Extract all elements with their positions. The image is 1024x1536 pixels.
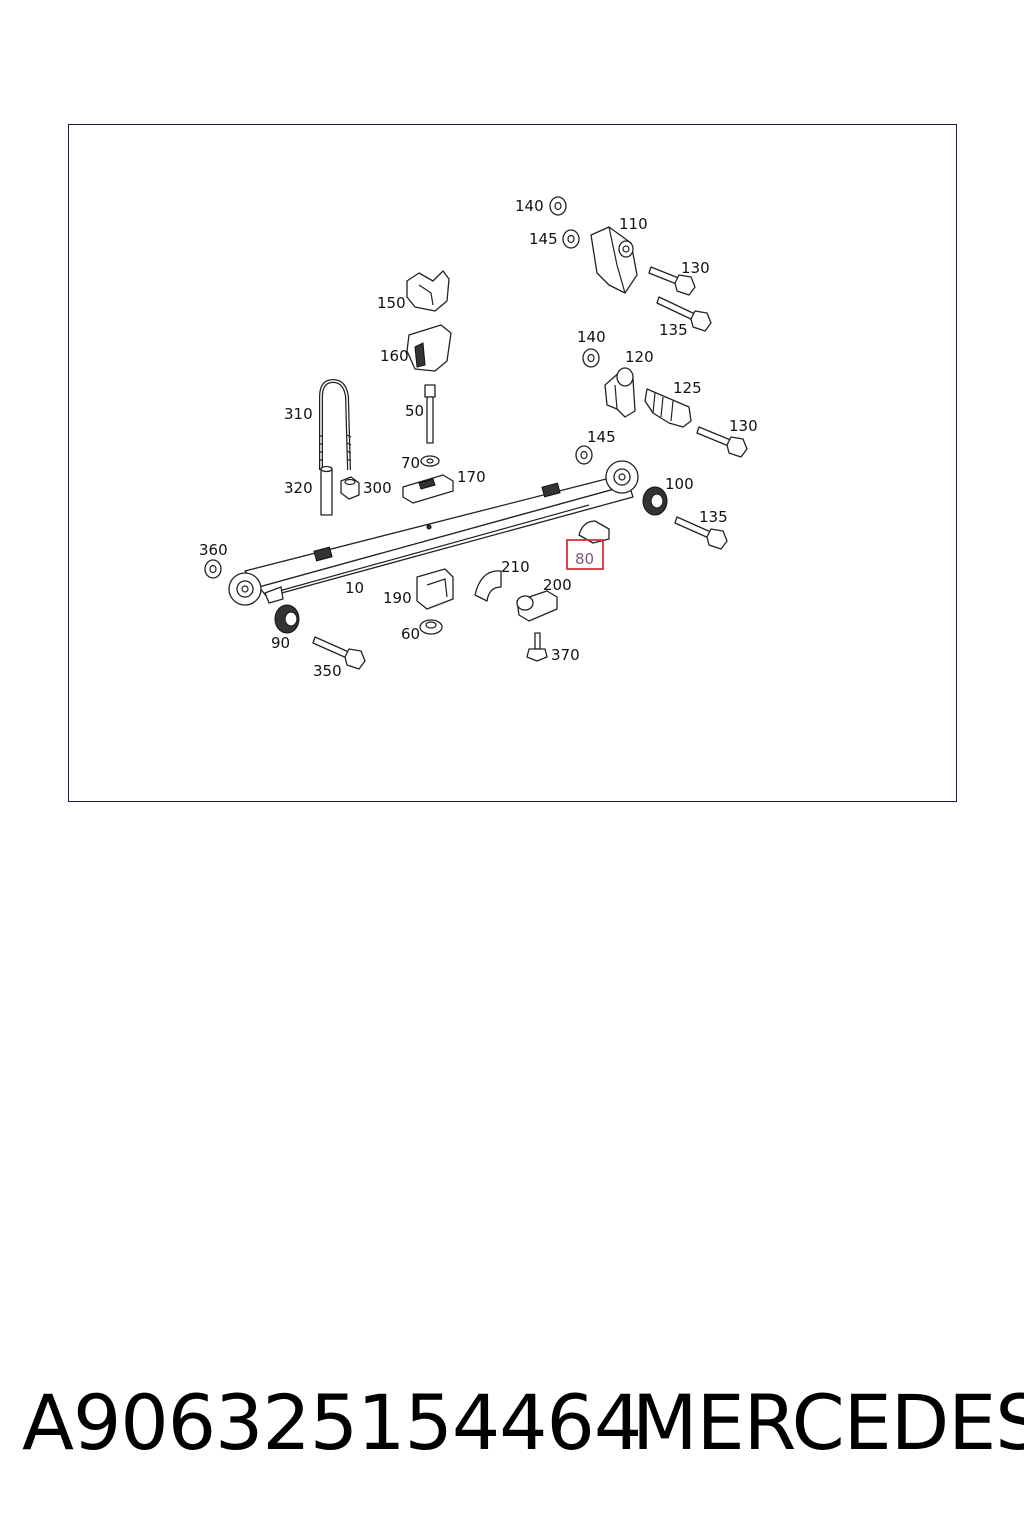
bolt-350[interactable] <box>312 636 366 670</box>
label-130-mid[interactable]: 130 <box>729 417 758 435</box>
highlight-box <box>566 539 604 570</box>
label-60[interactable]: 60 <box>401 625 420 643</box>
label-160[interactable]: 160 <box>380 347 409 365</box>
bushing-100[interactable] <box>642 486 668 516</box>
part-number: A906325154464 <box>22 1378 642 1467</box>
washer-145-top[interactable] <box>562 229 580 249</box>
bracket-200[interactable] <box>516 590 558 622</box>
washer-70[interactable] <box>420 455 440 467</box>
part-info-bar: A906325154464 MERCEDES <box>0 1378 1024 1468</box>
bushing-90[interactable] <box>274 604 300 634</box>
washer-140-top[interactable] <box>549 196 567 216</box>
label-310[interactable]: 310 <box>284 405 313 423</box>
label-210[interactable]: 210 <box>501 558 530 576</box>
bump-pad-80[interactable] <box>578 520 610 544</box>
clamp-210[interactable] <box>474 570 502 602</box>
parts-diagram: 140 145 110 130 135 150 160 140 120 125 … <box>199 196 758 680</box>
label-170[interactable]: 170 <box>457 468 486 486</box>
label-120[interactable]: 120 <box>625 348 654 366</box>
nut-60[interactable] <box>419 619 443 635</box>
leaf-spring-10[interactable] <box>228 460 639 606</box>
label-100[interactable]: 100 <box>665 475 694 493</box>
label-360[interactable]: 360 <box>199 541 228 559</box>
bolt-50[interactable] <box>424 384 436 444</box>
label-80[interactable]: 80 <box>575 550 594 568</box>
brand-name: MERCEDES <box>632 1378 1024 1467</box>
bump-stop-160[interactable] <box>406 324 452 372</box>
washer-140-mid[interactable] <box>582 348 600 368</box>
label-145-top[interactable]: 145 <box>529 230 558 248</box>
label-90[interactable]: 90 <box>271 634 290 652</box>
washer-360[interactable] <box>204 559 222 579</box>
label-135-top[interactable]: 135 <box>659 321 688 339</box>
label-125[interactable]: 125 <box>673 379 702 397</box>
bracket-110[interactable] <box>590 226 638 294</box>
label-135-mid[interactable]: 135 <box>699 508 728 526</box>
pad-170[interactable] <box>402 474 454 504</box>
label-10[interactable]: 10 <box>345 579 364 597</box>
bolt-370[interactable] <box>526 632 548 662</box>
bolt-130-top[interactable] <box>648 266 696 296</box>
diagram-frame: 140 145 110 130 135 150 160 140 120 125 … <box>68 124 957 802</box>
bump-stop-150[interactable] <box>406 270 450 312</box>
label-50[interactable]: 50 <box>405 402 424 420</box>
label-300[interactable]: 300 <box>363 479 392 497</box>
u-bolt-310[interactable] <box>318 378 352 471</box>
nut-300[interactable] <box>340 476 360 500</box>
label-70[interactable]: 70 <box>401 454 420 472</box>
label-140-top[interactable]: 140 <box>515 197 544 215</box>
label-140-mid[interactable]: 140 <box>577 328 606 346</box>
label-320[interactable]: 320 <box>284 479 313 497</box>
bolt-130-mid[interactable] <box>696 426 748 458</box>
bolt-135-top[interactable] <box>656 296 712 332</box>
label-130-top[interactable]: 130 <box>681 259 710 277</box>
spacer-320[interactable] <box>320 465 333 516</box>
pad-190[interactable] <box>416 568 454 610</box>
bolt-135-mid[interactable] <box>674 516 728 550</box>
bushing-125[interactable] <box>644 388 692 428</box>
label-145-mid[interactable]: 145 <box>587 428 616 446</box>
bracket-120[interactable] <box>604 367 636 418</box>
label-110[interactable]: 110 <box>619 215 648 233</box>
label-370[interactable]: 370 <box>551 646 580 664</box>
label-200[interactable]: 200 <box>543 576 572 594</box>
washer-145-mid[interactable] <box>575 445 593 465</box>
label-190[interactable]: 190 <box>383 589 412 607</box>
label-150[interactable]: 150 <box>377 294 406 312</box>
label-350[interactable]: 350 <box>313 662 342 680</box>
